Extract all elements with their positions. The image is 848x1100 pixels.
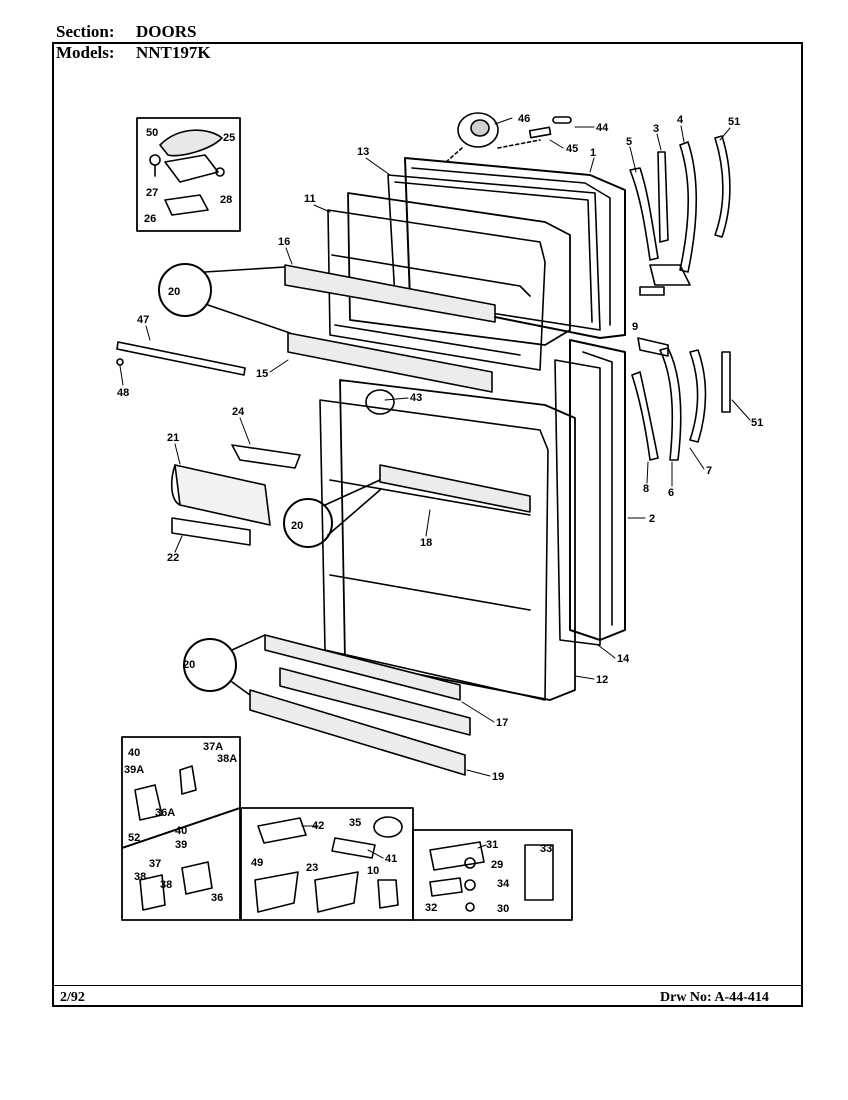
callout-50: 50 <box>146 127 158 139</box>
callout-4: 4 <box>677 114 684 126</box>
callout-31: 31 <box>486 839 498 851</box>
callout-25: 25 <box>223 132 235 144</box>
callout-12: 12 <box>596 674 608 686</box>
leader-lines <box>119 117 751 859</box>
callout-39a: 39A <box>124 764 144 776</box>
callout-7: 7 <box>706 465 712 477</box>
models-value: NNT197K <box>136 43 211 62</box>
callout-11: 11 <box>304 193 316 205</box>
callout-21: 21 <box>167 432 179 444</box>
callout-38a: 38A <box>217 753 237 765</box>
callout-23: 23 <box>306 862 318 874</box>
hardware-insets <box>121 736 573 921</box>
callout-45: 45 <box>566 143 578 155</box>
callout-36: 36 <box>211 892 223 904</box>
callout-51-upper: 51 <box>728 116 740 128</box>
callout-30: 30 <box>497 903 509 915</box>
footer-divider <box>52 985 803 986</box>
callout-48: 48 <box>117 387 129 399</box>
lower-hinge-parts <box>631 337 731 461</box>
callout-26: 26 <box>144 213 156 225</box>
callout-8: 8 <box>643 483 649 495</box>
callout-14: 14 <box>617 653 630 665</box>
callout-18: 18 <box>420 537 432 549</box>
callout-35: 35 <box>349 817 361 829</box>
callout-28: 28 <box>220 194 232 206</box>
callout-49: 49 <box>251 857 263 869</box>
upper-hinge-parts <box>629 135 731 296</box>
callout-13: 13 <box>357 146 369 158</box>
models-label: Models: <box>56 43 115 62</box>
callout-52: 52 <box>128 832 140 844</box>
callout-39: 39 <box>175 839 187 851</box>
callout-36a: 36A <box>155 807 175 819</box>
drawing-frame <box>52 42 803 1007</box>
callout-labels: 50 25 27 28 26 46 44 45 1 5 3 4 51 13 11… <box>117 113 763 915</box>
callout-20-lower: 20 <box>183 659 195 671</box>
callout-32: 32 <box>425 902 437 914</box>
section-value: DOORS <box>136 22 197 41</box>
callout-37a: 37A <box>203 741 223 753</box>
upper-door-assembly <box>284 112 626 393</box>
callout-33: 33 <box>540 843 552 855</box>
callout-1: 1 <box>590 147 596 159</box>
callout-6: 6 <box>668 487 674 499</box>
callout-47: 47 <box>137 314 149 326</box>
callout-10: 10 <box>367 865 379 877</box>
callout-40-b: 40 <box>175 825 187 837</box>
footer-date: 2/92 <box>60 990 85 1005</box>
callout-37: 37 <box>149 858 161 870</box>
callout-24: 24 <box>232 406 245 418</box>
callout-38-a: 38 <box>134 871 146 883</box>
drawing-number: Drw No: A-44-414 <box>660 990 769 1005</box>
callout-22: 22 <box>167 552 179 564</box>
callout-34: 34 <box>497 878 510 890</box>
callout-19: 19 <box>492 771 504 783</box>
callout-20-upper: 20 <box>168 286 180 298</box>
callout-40-a: 40 <box>128 747 140 759</box>
callout-41: 41 <box>385 853 397 865</box>
callout-16: 16 <box>278 236 290 248</box>
hinge-cover-inset <box>136 117 241 232</box>
callout-17: 17 <box>496 717 508 729</box>
callout-15: 15 <box>256 368 268 380</box>
callout-20-middle: 20 <box>291 520 303 532</box>
callout-43: 43 <box>410 392 422 404</box>
callout-51-lower: 51 <box>751 417 763 429</box>
callout-27: 27 <box>146 187 158 199</box>
callout-5: 5 <box>626 136 632 148</box>
detail-circles <box>158 263 381 696</box>
callout-3: 3 <box>653 123 659 135</box>
callout-29: 29 <box>491 859 503 871</box>
callout-9: 9 <box>632 321 638 333</box>
callout-2: 2 <box>649 513 655 525</box>
section-label: Section: <box>56 22 115 41</box>
lower-door-assembly <box>116 339 626 776</box>
callout-46: 46 <box>518 113 530 125</box>
callout-38-b: 38 <box>160 879 172 891</box>
callout-44: 44 <box>596 122 609 134</box>
